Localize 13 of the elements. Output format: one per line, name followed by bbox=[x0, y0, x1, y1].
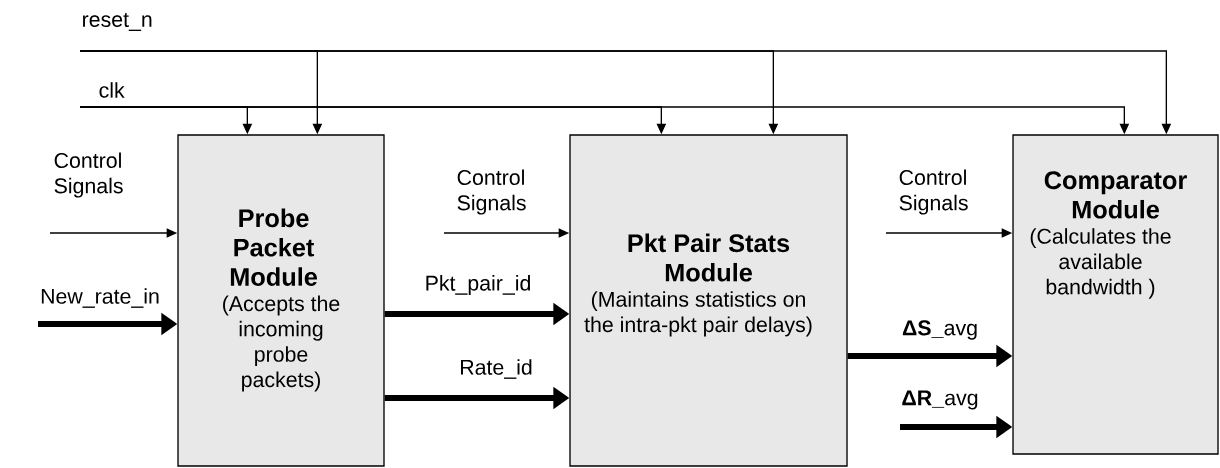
edge-label: New_rate_in bbox=[41, 288, 159, 308]
edge-label: Pkt_pair_id bbox=[426, 275, 530, 295]
edge-label: Control Signals bbox=[54, 152, 123, 198]
edge-label: ΔR_avg bbox=[902, 390, 978, 410]
module-box: Probe Packet Module (Accepts the incoming probe packets) bbox=[177, 134, 385, 467]
edge-label: Rate_id bbox=[461, 359, 532, 379]
edge-label: Control Signals bbox=[457, 169, 526, 215]
edge-label: clk bbox=[99, 82, 125, 98]
edge-label: reset_n bbox=[83, 13, 152, 31]
edge-label: ΔS_avg bbox=[902, 320, 977, 340]
edge-label: Control Signals bbox=[899, 169, 968, 215]
module-box: Comparator Module (Calculates the available bandwidth ) bbox=[1012, 134, 1219, 455]
module-box: Pkt Pair Stats Module (Maintains statistics on the intra-pkt pair delays) bbox=[569, 134, 848, 467]
